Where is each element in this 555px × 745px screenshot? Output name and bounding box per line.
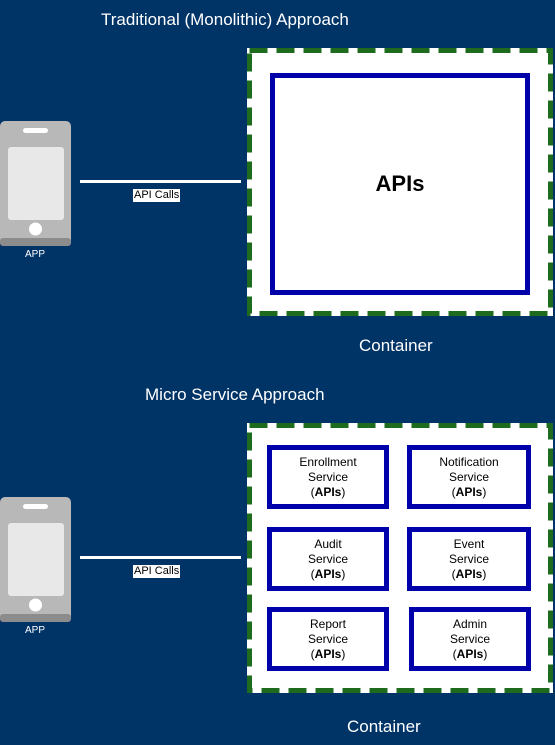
service-word: Service	[449, 631, 490, 646]
service-word: Service	[448, 551, 489, 566]
app-label: APP	[24, 625, 45, 636]
microservice-container-label: Container	[347, 717, 421, 736]
monolithic-container: APIs	[247, 48, 553, 316]
app-label: APP	[24, 249, 45, 260]
monolithic-container-label: Container	[359, 336, 433, 355]
service-word: Service	[448, 469, 489, 484]
service-apis: (APIs)	[451, 566, 487, 581]
dashed-border	[247, 48, 553, 316]
service-apis-label: APIs	[314, 484, 342, 499]
service-apis: (APIs)	[310, 566, 346, 581]
service-apis-label: APIs	[314, 566, 342, 581]
service-name: Audit	[314, 536, 342, 551]
admin-service-box: Admin Service (APIs)	[409, 607, 531, 671]
service-apis: (APIs)	[451, 484, 487, 499]
service-name: Enrollment	[299, 454, 357, 469]
service-apis: (APIs)	[310, 484, 346, 499]
microservice-container: Enrollment Service (APIs) Notification S…	[247, 423, 553, 693]
service-apis: (APIs)	[310, 646, 346, 661]
service-word: Service	[307, 631, 348, 646]
phone-icon	[0, 497, 72, 623]
dashed-border	[247, 423, 553, 693]
service-apis: (APIs)	[452, 646, 488, 661]
enrollment-service-box: Enrollment Service (APIs)	[267, 445, 389, 509]
service-name: Admin	[452, 616, 487, 631]
service-name: Notification	[439, 454, 499, 469]
service-apis-label: APIs	[455, 484, 483, 499]
api-calls-connector	[80, 556, 241, 559]
api-calls-connector	[80, 180, 241, 183]
api-calls-label: API Calls	[133, 189, 181, 202]
event-service-box: Event Service (APIs)	[407, 527, 531, 591]
microservice-title: Micro Service Approach	[145, 385, 325, 404]
monolithic-title: Traditional (Monolithic) Approach	[101, 10, 349, 29]
report-service-box: Report Service (APIs)	[267, 607, 389, 671]
monolithic-api-box: APIs	[270, 73, 530, 295]
service-word: Service	[307, 551, 348, 566]
service-name: Event	[453, 536, 485, 551]
service-apis-label: APIs	[314, 646, 342, 661]
service-apis-label: APIs	[455, 566, 483, 581]
audit-service-box: Audit Service (APIs)	[267, 527, 389, 591]
service-apis-label: APIs	[456, 646, 484, 661]
api-calls-label: API Calls	[133, 565, 181, 578]
phone-icon	[0, 121, 72, 247]
apis-label: APIs	[375, 171, 425, 196]
service-name: Report	[309, 616, 347, 631]
notification-service-box: Notification Service (APIs)	[407, 445, 531, 509]
service-word: Service	[307, 469, 348, 484]
